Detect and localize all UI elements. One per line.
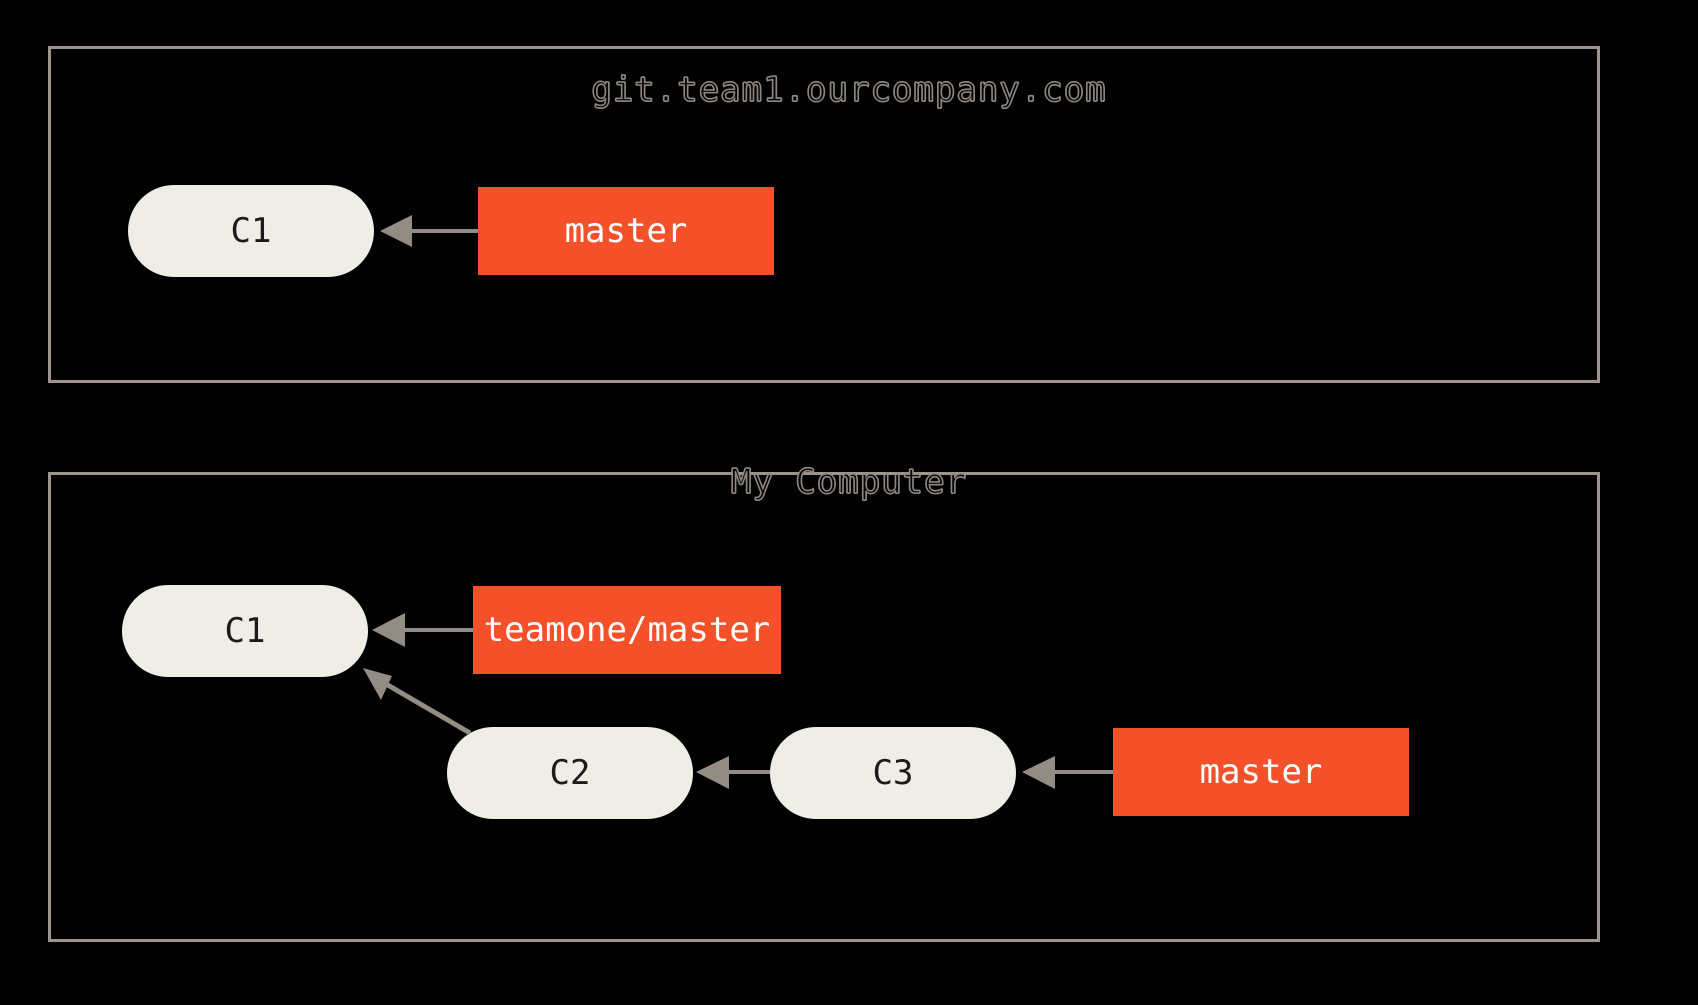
panel-server bbox=[48, 46, 1600, 383]
commit-node-c1-local[interactable]: C1 bbox=[122, 585, 368, 677]
commit-node-c3[interactable]: C3 bbox=[770, 727, 1016, 819]
commit-node-c1-server[interactable]: C1 bbox=[128, 185, 374, 277]
panel-local bbox=[48, 472, 1600, 942]
commit-label: C3 bbox=[872, 753, 914, 793]
commit-node-c2[interactable]: C2 bbox=[447, 727, 693, 819]
branch-label-text: master bbox=[1199, 752, 1323, 792]
branch-label-text: teamone/master bbox=[483, 610, 771, 650]
branch-label-teamone-master[interactable]: teamone/master bbox=[473, 586, 781, 674]
branch-label-text: master bbox=[564, 211, 688, 251]
panel-local-title: My Computer bbox=[730, 461, 968, 502]
commit-label: C2 bbox=[549, 753, 591, 793]
branch-label-master-local[interactable]: master bbox=[1113, 728, 1409, 816]
commit-label: C1 bbox=[230, 211, 272, 251]
commit-label: C1 bbox=[224, 611, 266, 651]
branch-label-master-server[interactable]: master bbox=[478, 187, 774, 275]
panel-server-title: git.team1.ourcompany.com bbox=[591, 69, 1107, 110]
